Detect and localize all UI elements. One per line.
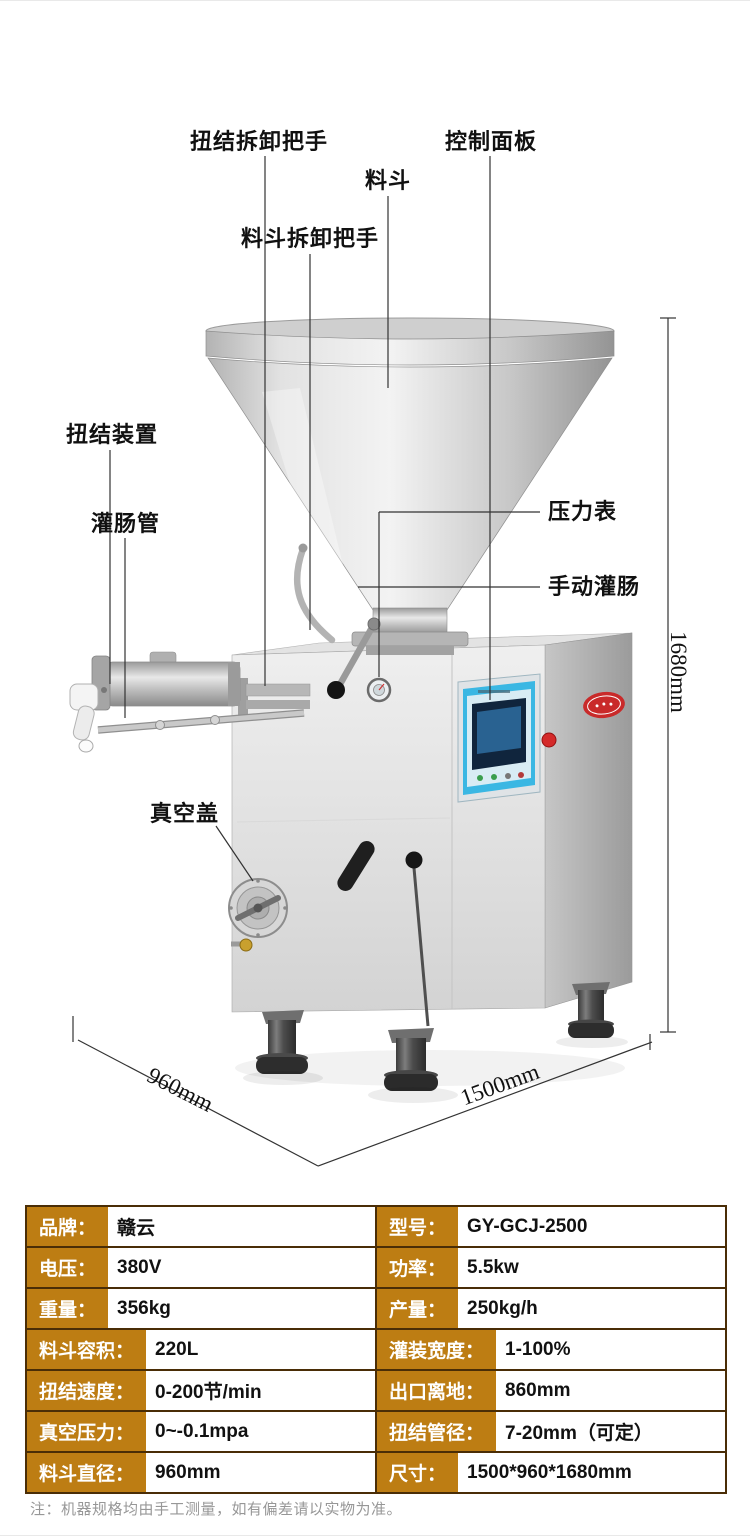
spec-cell-output: 产量： 250kg/h xyxy=(375,1289,725,1328)
spec-label: 电压： xyxy=(27,1248,109,1287)
spec-cell-hopper-diameter: 料斗直径： 960mm xyxy=(27,1453,375,1492)
spec-value: 960mm xyxy=(155,1461,221,1483)
spec-row: 真空压力： 0~-0.1mpa 扭结管径： 7-20mm（可定） xyxy=(27,1412,725,1453)
spec-cell-power: 功率： 5.5kw xyxy=(375,1248,725,1287)
spec-cell-model: 型号： GY-GCJ-2500 xyxy=(375,1207,725,1246)
control-panel xyxy=(457,673,557,803)
spec-row: 扭结速度： 0-200节/min 出口离地： 860mm xyxy=(27,1371,725,1412)
spec-table: 品牌： 赣云 型号： GY-GCJ-2500 电压： 380V 功率： 5.5k… xyxy=(25,1205,727,1494)
callout-twist-device: 扭结装置 xyxy=(66,422,159,447)
spec-value: 250kg/h xyxy=(467,1297,538,1319)
brand-badge xyxy=(583,691,625,719)
spec-value: 5.5kw xyxy=(467,1256,519,1278)
spec-label: 重量： xyxy=(27,1289,109,1328)
spec-cell-outlet-height: 出口离地： 860mm xyxy=(375,1371,725,1410)
spec-label: 料斗直径： xyxy=(27,1453,147,1492)
twist-device-assembly xyxy=(69,651,311,753)
spec-label: 料斗容积： xyxy=(27,1330,147,1369)
spec-value: 1500*960*1680mm xyxy=(467,1461,632,1483)
callout-leader-lines xyxy=(109,156,540,882)
pressure-gauge xyxy=(366,677,392,703)
spec-value: 860mm xyxy=(505,1379,571,1401)
spec-row: 品牌： 赣云 型号： GY-GCJ-2500 xyxy=(27,1207,725,1248)
spec-label: 灌装宽度： xyxy=(377,1330,497,1369)
callout-filling-tube: 灌肠管 xyxy=(91,511,161,536)
body-side-face xyxy=(544,632,633,1009)
machine-illustration xyxy=(69,156,676,1167)
spec-row: 料斗容积： 220L 灌装宽度： 1-100% xyxy=(27,1330,725,1371)
callout-twist-removal-handle: 扭结拆卸把手 xyxy=(190,129,329,154)
emergency-stop-button xyxy=(541,732,557,748)
spec-cell-twist-tube-diameter: 扭结管径： 7-20mm（可定） xyxy=(375,1412,725,1451)
spec-cell-twist-speed: 扭结速度： 0-200节/min xyxy=(27,1371,375,1410)
spec-label: 扭结速度： xyxy=(27,1371,147,1410)
callout-control-panel: 控制面板 xyxy=(445,129,538,154)
spec-label: 出口离地： xyxy=(377,1371,497,1410)
hopper-funnel xyxy=(205,317,615,637)
spec-value: 0~-0.1mpa xyxy=(155,1420,249,1442)
spec-value: 356kg xyxy=(117,1297,171,1319)
ground-shadow xyxy=(235,1050,625,1086)
spec-value: 7-20mm（可定） xyxy=(505,1423,653,1444)
twist-cylinder xyxy=(105,661,241,707)
spec-row: 电压： 380V 功率： 5.5kw xyxy=(27,1248,725,1289)
spec-cell-brand: 品牌： 赣云 xyxy=(27,1207,375,1246)
callout-manual-filling: 手动灌肠 xyxy=(548,574,641,599)
dimension-height-label: 1680mm xyxy=(666,631,691,713)
callout-hopper: 料斗 xyxy=(365,168,412,193)
machine-legs xyxy=(243,982,628,1103)
spec-value: 赣云 xyxy=(117,1218,156,1239)
spec-row: 料斗直径： 960mm 尺寸： 1500*960*1680mm xyxy=(27,1453,725,1492)
spec-row: 重量： 356kg 产量： 250kg/h xyxy=(27,1289,725,1330)
spec-label: 扭结管径： xyxy=(377,1412,497,1451)
callout-hopper-removal-handle: 料斗拆卸把手 xyxy=(241,226,380,251)
spec-value: 220L xyxy=(155,1338,199,1360)
spec-cell-voltage: 电压： 380V xyxy=(27,1248,375,1287)
manual-filling-crank xyxy=(327,617,381,699)
spec-label: 产量： xyxy=(377,1289,459,1328)
filling-tube xyxy=(97,710,305,733)
measurement-disclaimer: 注：机器规格均由手工测量，如有偏差请以实物为准。 xyxy=(30,1501,403,1518)
spec-label: 型号： xyxy=(377,1207,459,1246)
spec-cell-overall-size: 尺寸： 1500*960*1680mm xyxy=(375,1453,725,1492)
spec-cell-hopper-capacity: 料斗容积： 220L xyxy=(27,1330,375,1369)
spec-value: 1-100% xyxy=(505,1338,571,1360)
spec-value: GY-GCJ-2500 xyxy=(467,1215,588,1237)
callout-pressure-gauge: 压力表 xyxy=(548,499,618,524)
spec-cell-vacuum-pressure: 真空压力： 0~-0.1mpa xyxy=(27,1412,375,1451)
hopper-removal-handle xyxy=(293,543,336,644)
spec-cell-weight: 重量： 356kg xyxy=(27,1289,375,1328)
vacuum-cover xyxy=(228,878,288,952)
spec-label: 功率： xyxy=(377,1248,459,1287)
spec-value: 0-200节/min xyxy=(155,1382,262,1403)
callout-vacuum-cover: 真空盖 xyxy=(150,801,220,826)
spec-label: 品牌： xyxy=(27,1207,109,1246)
dimension-lines xyxy=(72,317,676,1167)
spec-cell-filling-range: 灌装宽度： 1-100% xyxy=(375,1330,725,1369)
knob-rod xyxy=(405,851,430,1027)
spec-value: 380V xyxy=(117,1256,162,1278)
spec-label: 尺寸： xyxy=(377,1453,459,1492)
grip-handle xyxy=(337,841,375,891)
spec-label: 真空压力： xyxy=(27,1412,147,1451)
